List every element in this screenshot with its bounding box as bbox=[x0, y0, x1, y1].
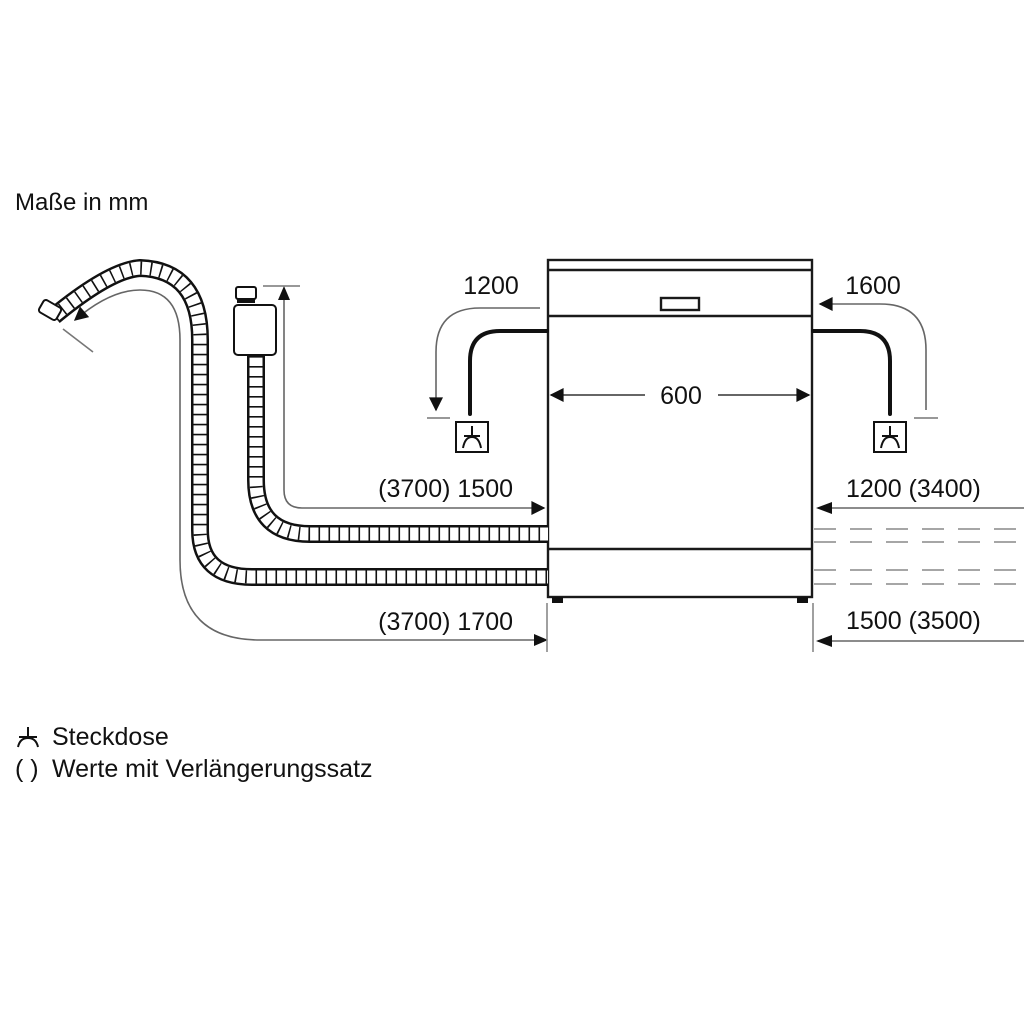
inlet-hose-left-label: (3700) 1500 bbox=[378, 475, 513, 503]
legend-label-socket: Steckdose bbox=[52, 723, 169, 751]
legend: Steckdose ( ) Werte mit Verlängerungssat… bbox=[15, 723, 373, 783]
power-cable-left: 1200 bbox=[427, 272, 549, 453]
inlet-hose-right-label: 1200 (3400) bbox=[846, 475, 981, 503]
units-title: Maße in mm bbox=[15, 189, 148, 216]
power-cable-left-label: 1200 bbox=[463, 272, 519, 300]
display-panel bbox=[659, 296, 701, 312]
socket-icon bbox=[455, 421, 489, 453]
foot-left bbox=[552, 597, 563, 603]
power-cable-right: 1600 bbox=[811, 272, 938, 453]
socket-icon bbox=[17, 727, 39, 748]
drain-hose-left-label: (3700) 1700 bbox=[378, 608, 513, 636]
drain-hose-right-label: 1500 (3500) bbox=[846, 607, 981, 635]
width-label: 600 bbox=[660, 382, 702, 410]
legend-item-extension: ( ) Werte mit Verlängerungssatz bbox=[15, 755, 373, 783]
aquastop-valve bbox=[233, 286, 277, 356]
width-dimension: 600 bbox=[549, 382, 811, 410]
right-hose-dimensions: 1200 (3400) 1500 (3500) bbox=[814, 475, 1024, 647]
inlet-hose: (3700) 1500 bbox=[233, 285, 548, 543]
power-cable-right-label: 1600 bbox=[845, 272, 901, 300]
dishwasher-body bbox=[546, 258, 814, 603]
drain-hose: (3700) 1700 bbox=[37, 258, 548, 646]
parentheses-icon: ( ) bbox=[15, 755, 39, 783]
drain-dim-line bbox=[73, 289, 542, 641]
legend-label-extension: Werte mit Verlängerungssatz bbox=[52, 755, 373, 783]
legend-item-socket: Steckdose bbox=[17, 723, 169, 751]
socket-icon bbox=[873, 421, 907, 453]
foot-right bbox=[797, 597, 808, 603]
drain-hose-end bbox=[37, 299, 63, 321]
